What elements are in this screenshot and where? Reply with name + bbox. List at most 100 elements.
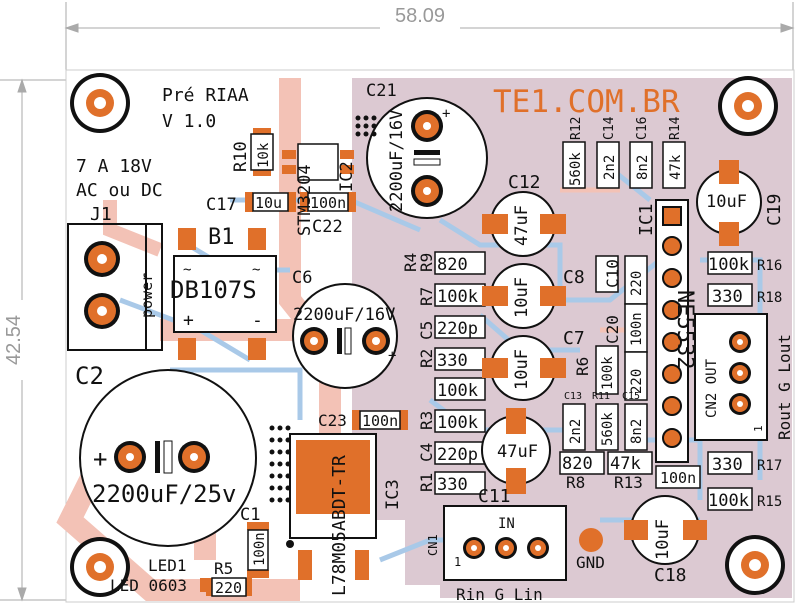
c13-label: C13: [564, 391, 582, 402]
b1-label: B1: [208, 225, 235, 250]
c1-value: 100n: [252, 532, 268, 566]
r1-label: R1: [417, 473, 436, 492]
c21-label: C21: [366, 81, 397, 101]
resistor-column-left: [434, 251, 486, 495]
c16-value: 8n2: [635, 155, 651, 180]
c7-value: 10uF: [512, 349, 532, 390]
hole-bottom-right: [725, 535, 785, 595]
c18-value: 10uF: [653, 519, 673, 560]
r18-label: R18: [757, 290, 782, 306]
ic1-label: IC1: [636, 203, 657, 236]
c5-value: 220p: [437, 319, 478, 339]
r3-label: R3: [417, 411, 436, 430]
capacitor-c21: +: [366, 97, 488, 219]
height-dimension: 42.54: [3, 315, 25, 365]
capacitor-c18: [624, 495, 707, 565]
ic3-label: IC3: [383, 479, 403, 510]
cn2-label: CN2 OUT: [704, 358, 720, 418]
capacitor-c19: [696, 160, 762, 246]
via-grid-1: [355, 115, 377, 137]
ic2-part: STM3204: [295, 164, 315, 236]
bridge-part: DB107S: [170, 276, 257, 304]
capacitor-c23: [352, 410, 408, 430]
capacitor-c6: +: [292, 283, 398, 389]
c8-value: 10uF: [512, 277, 532, 318]
svg-text:~: ~: [252, 262, 260, 278]
led1-label: LED1: [148, 556, 187, 575]
cn1-pin1: 1: [454, 555, 461, 569]
c14-value: 2n2: [602, 155, 618, 180]
svg-text:+: +: [93, 445, 107, 473]
c16-label: C16: [635, 117, 650, 140]
power-note-2: AC ou DC: [76, 180, 163, 201]
c10-label: C10: [603, 259, 622, 288]
connector-cn2: [694, 313, 768, 441]
r8-label: R8: [566, 473, 585, 492]
c20-value: 100n: [629, 312, 645, 346]
resistor-r5: [206, 577, 252, 597]
resistor-r10: [250, 128, 274, 176]
c13-value: 2n2: [568, 419, 584, 444]
bridge-b1: ~~ +-: [173, 228, 277, 360]
width-dimension: 58.09: [395, 5, 445, 27]
gnd-pad: [579, 528, 603, 552]
r3-value: 100k: [437, 413, 478, 433]
capacitor-c17: [245, 192, 356, 212]
cn1-label: CN1: [426, 534, 440, 556]
mounting-holes: [70, 73, 785, 597]
r12-value: 560k: [568, 152, 584, 186]
c17b-value: 100n: [310, 194, 346, 212]
r16-value: 100k: [708, 255, 749, 275]
c8-label: C8: [563, 267, 585, 288]
r1-value: 330: [437, 475, 468, 495]
ic2-package: [282, 143, 354, 181]
ic3-package: [286, 433, 377, 580]
c14-label: C14: [602, 116, 617, 140]
c6-label: C6: [292, 268, 312, 288]
r9-value: 820: [437, 255, 468, 275]
c19-label: C19: [764, 193, 785, 226]
svg-text:+: +: [442, 106, 450, 122]
c4-label: C4: [417, 443, 436, 462]
r2-value: 330: [437, 351, 468, 371]
resistor-row-bottom: [559, 451, 701, 489]
r9-label: R9: [417, 253, 436, 272]
c18-label: C18: [654, 565, 687, 586]
rout-label: Rout G Lout: [775, 334, 794, 440]
version-text: V 1.0: [162, 111, 216, 132]
svg-text:~: ~: [183, 262, 191, 278]
c15-label: C15: [622, 391, 640, 402]
c22-label: C22: [312, 217, 343, 237]
c9-value: 220: [629, 369, 645, 394]
cn2-pin1: 1: [752, 425, 765, 432]
r12-label: R12: [569, 117, 584, 140]
c20-label: C20: [603, 315, 622, 344]
capacitor-c8: [482, 263, 566, 329]
r7-label: R7: [417, 287, 436, 306]
capacitor-c2: +: [79, 369, 257, 547]
c3-value: 100n: [660, 469, 696, 487]
r5-value: 220: [215, 579, 242, 597]
hole-top-left: [70, 73, 130, 133]
r13-value: 47k: [610, 454, 641, 474]
power-label: power: [138, 273, 156, 318]
r11-label: R11: [592, 391, 610, 402]
resistor-row-top: [562, 141, 686, 189]
svg-text:-: -: [252, 310, 263, 331]
r15-value: 100k: [708, 491, 749, 511]
r4-label: R4: [401, 253, 420, 272]
c4-value: 220p: [437, 445, 478, 465]
c17-value: 10u: [255, 194, 282, 212]
r4-value: 100k: [437, 381, 478, 401]
r5-label: R5: [214, 559, 233, 578]
c23-value: 100n: [362, 412, 398, 430]
cn1-in: IN: [498, 516, 515, 532]
r10-value: 10k: [256, 142, 272, 168]
j1-label: J1: [90, 204, 112, 225]
r17-value: 330: [712, 455, 743, 475]
r14-value: 47k: [668, 154, 684, 180]
gnd-label: GND: [576, 553, 605, 572]
r10-label: R10: [231, 141, 251, 172]
r17-label: R17: [757, 458, 782, 474]
capacitor-c7: [482, 335, 566, 401]
